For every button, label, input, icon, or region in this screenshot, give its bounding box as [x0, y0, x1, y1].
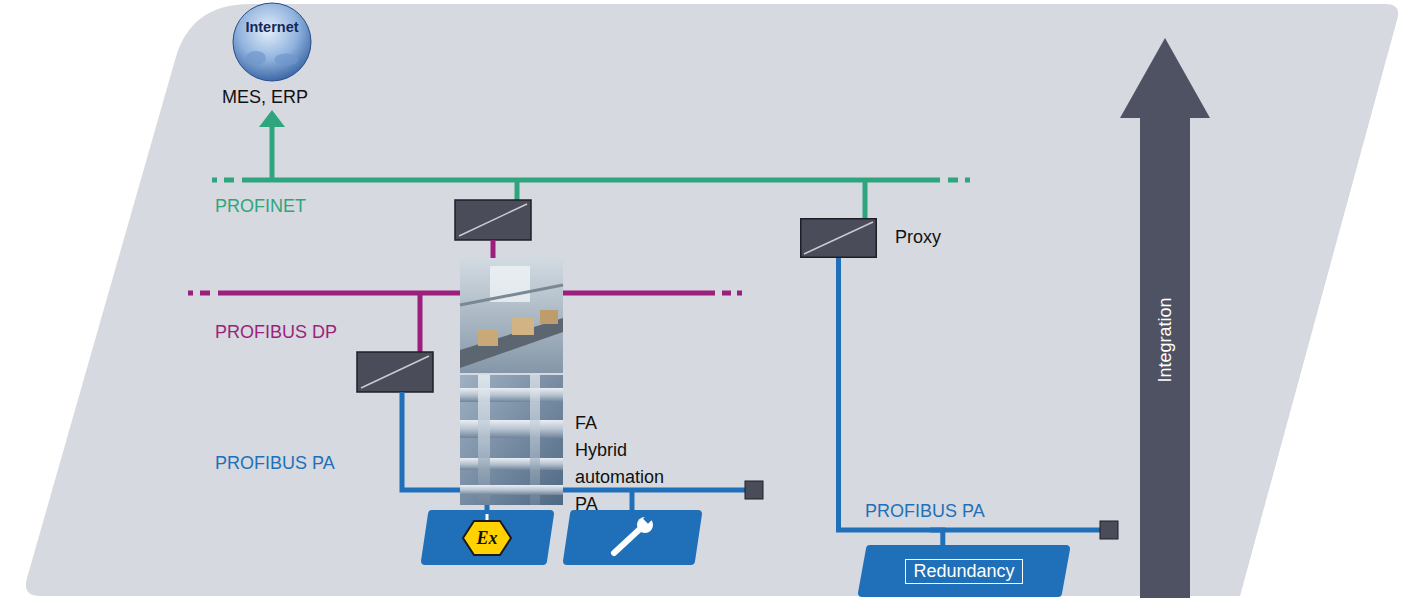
tab-label: Redundancy: [905, 559, 1022, 584]
coupler-diagonal: [804, 222, 873, 254]
photo-pipe: [460, 485, 563, 495]
bus-label: PROFINET: [215, 195, 306, 217]
arrow-shape: [1120, 38, 1210, 598]
photo-ground: [460, 375, 563, 505]
bus-drop: [418, 293, 423, 352]
bus-line: [242, 178, 940, 183]
bus-drop: [863, 180, 868, 218]
wrench-icon: [614, 514, 653, 553]
photo-ground: [460, 258, 563, 373]
pipework-photo: [460, 375, 563, 505]
device-tab: [567, 514, 698, 561]
wrench-notch: [643, 514, 653, 524]
arrow-label: Integration: [1155, 297, 1176, 382]
bus-terminator: [1100, 521, 1118, 539]
photo-box: [478, 330, 498, 346]
globe-label: Internet: [232, 19, 312, 35]
bus-dash: [737, 291, 742, 296]
bus-drop: [515, 180, 520, 200]
uplink-shaft: [270, 125, 275, 180]
coupler-diagonal: [459, 204, 527, 236]
automation-label: PA: [575, 491, 598, 518]
bus-dash: [212, 178, 217, 183]
profibus-pa-bus: [402, 392, 747, 514]
coupler-box: [357, 352, 433, 392]
node-outline: [800, 218, 877, 258]
bus-label: PROFIBUS PA: [215, 452, 335, 474]
globe-land: [274, 54, 298, 66]
bus-dash: [188, 291, 193, 296]
photo-pipe: [460, 458, 563, 470]
automation-label: FA: [575, 410, 597, 437]
node-outline: [232, 2, 312, 82]
bus-dash: [948, 178, 958, 183]
bus-dash: [722, 291, 731, 296]
photo-rail: [460, 285, 563, 305]
bus-dash: [224, 178, 234, 183]
proxy-coupler: Proxy: [800, 218, 877, 258]
uplink-head: [259, 110, 285, 127]
photo-box: [540, 310, 558, 324]
automation-label: Hybrid automation: [575, 437, 695, 491]
internet-globe: Internet: [232, 2, 312, 82]
wrench-handle: [614, 528, 641, 553]
coupler-box: [455, 200, 531, 240]
bus-line: [402, 392, 747, 490]
redundancy-tab: Redundancy: [858, 545, 1070, 597]
photo-pipe: [460, 388, 563, 402]
factory-photo: [460, 258, 563, 373]
tab-shape: [862, 549, 1066, 593]
coupler-box: [801, 219, 877, 258]
bus-dash: [965, 178, 970, 183]
bus-label: PROFIBUS PA: [865, 500, 985, 522]
bus-line: [930, 528, 1102, 533]
system-label: MES, ERP: [222, 86, 308, 108]
bus-label: PROFIBUS DP: [215, 321, 337, 343]
photo-conveyor: [460, 318, 563, 368]
proxy-label: Proxy: [895, 227, 941, 248]
bus-dash: [200, 291, 210, 296]
globe-land: [246, 51, 266, 65]
ex-mark: Ex: [457, 527, 517, 549]
globe-body: [233, 3, 311, 81]
profinet-bus: [212, 180, 970, 218]
device-tab: [425, 514, 550, 561]
bus-terminator: [745, 481, 763, 499]
coupler-diagonal: [361, 356, 429, 388]
photo-pipe: [460, 420, 563, 438]
integration-arrow: Integration: [1120, 38, 1210, 598]
photo-box: [512, 318, 534, 335]
